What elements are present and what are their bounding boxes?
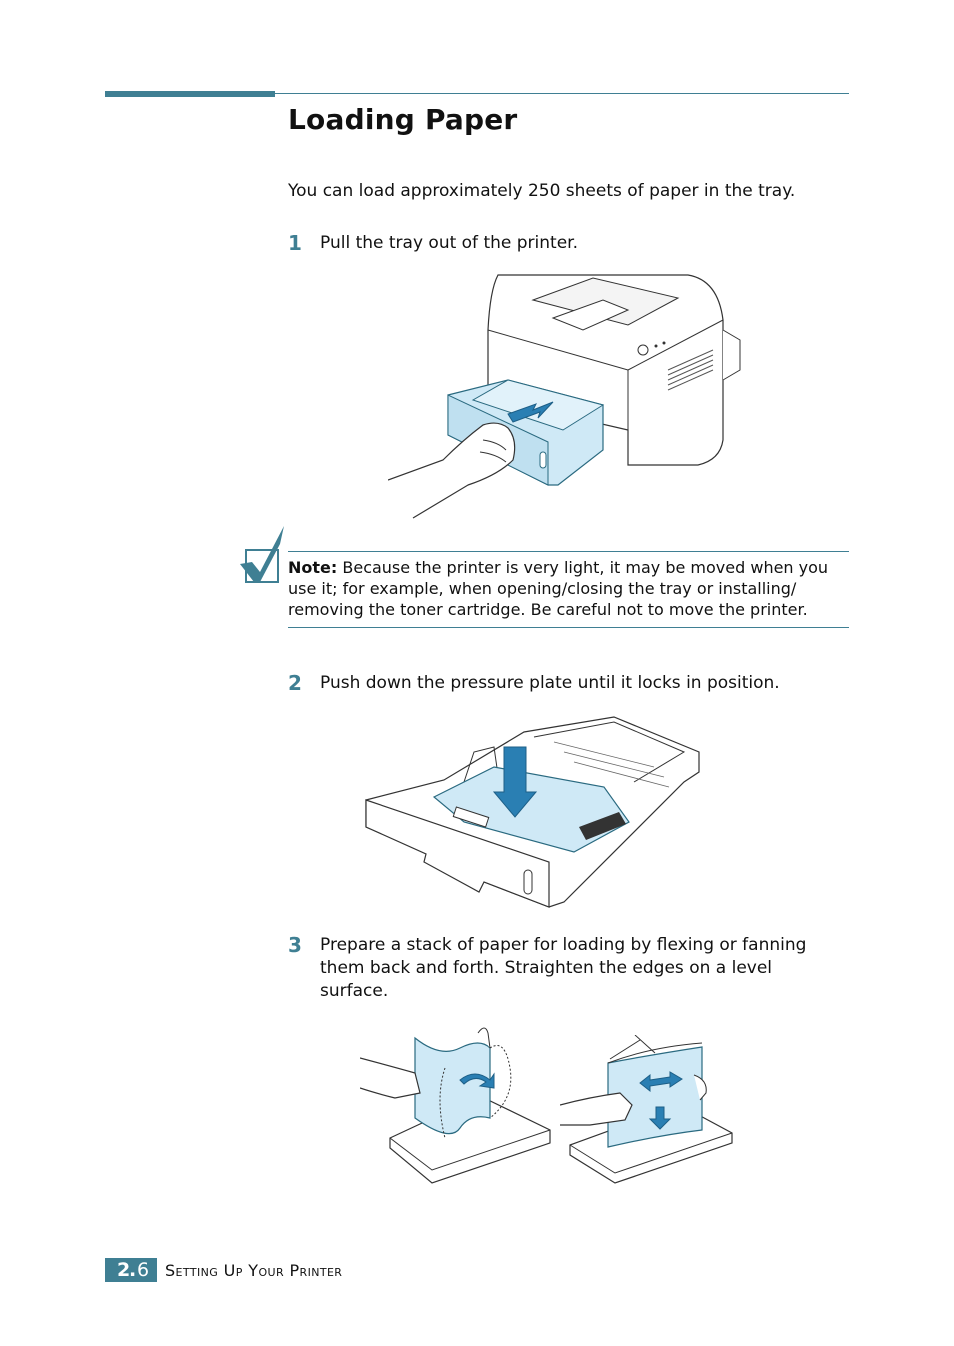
- page-title: Loading Paper: [288, 103, 518, 136]
- page-dot: .: [129, 1259, 137, 1281]
- step-2: 2: [288, 671, 302, 695]
- double-arrow-icon: [639, 1071, 683, 1093]
- printer-tray-illustration: [388, 274, 741, 519]
- step-3: 3: [288, 933, 302, 957]
- page-number: 6: [137, 1259, 150, 1281]
- step-3-line-2: them back and forth. Straighten the edge…: [320, 958, 773, 978]
- header-rule-thin: [275, 93, 849, 94]
- page-number-badge: 2 . 6: [105, 1258, 157, 1282]
- fan-paper-illustration: [560, 1035, 733, 1184]
- step-3-line-3: surface.: [320, 981, 389, 1001]
- step-number: 2: [288, 671, 302, 695]
- note-text: Note: Because the printer is very light,…: [288, 557, 849, 620]
- header-rule-thick: [105, 91, 275, 97]
- note-line-2: use it; for example, when opening/closin…: [288, 579, 797, 598]
- step-1-text: Pull the tray out of the printer.: [320, 233, 578, 253]
- pressure-plate-illustration: [365, 716, 700, 908]
- step-2-text: Push down the pressure plate until it lo…: [320, 673, 780, 693]
- step-number: 1: [288, 231, 302, 255]
- note-box: Note: Because the printer is very light,…: [288, 551, 849, 628]
- note-label: Note:: [288, 558, 338, 577]
- note-line-1: Because the printer is very light, it ma…: [337, 558, 829, 577]
- step-number: 3: [288, 933, 302, 957]
- step-3-line-1: Prepare a stack of paper for loading by …: [320, 935, 807, 955]
- section-title: Setting Up Your Printer: [165, 1261, 343, 1280]
- arrow-icon: [507, 401, 554, 423]
- curved-arrow-icon: [459, 1072, 495, 1089]
- arrow-down-icon: [648, 1106, 672, 1130]
- flex-paper-illustration: [360, 1027, 551, 1184]
- arrow-down-icon: [492, 746, 538, 818]
- intro-text: You can load approximately 250 sheets of…: [288, 181, 796, 201]
- checkmark-note-icon: [240, 526, 284, 583]
- step-3-text: Prepare a stack of paper for loading by …: [320, 934, 806, 1003]
- step-1: 1: [288, 231, 302, 255]
- note-line-3: removing the toner cartridge. Be careful…: [288, 600, 808, 619]
- chapter-number: 2: [117, 1259, 131, 1281]
